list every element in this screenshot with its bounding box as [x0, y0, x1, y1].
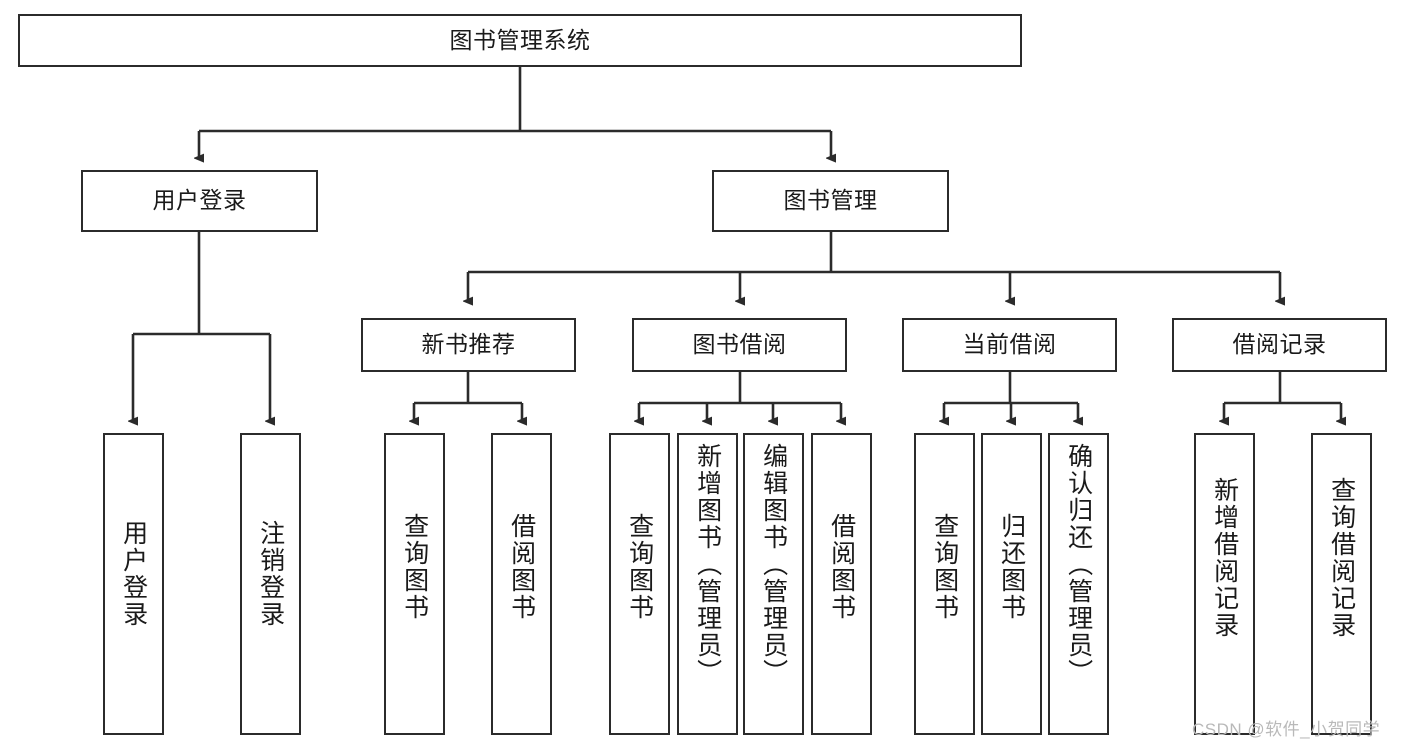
node-book-borrow[interactable]: 图书借阅	[632, 318, 847, 372]
csdn-watermark: CSDN @软件_小贺同学	[1192, 720, 1381, 739]
node-leaf-borrow-book-1[interactable]: 借阅图书	[491, 433, 552, 735]
node-current-borrow-label: 当前借阅	[962, 331, 1057, 358]
node-leaf-query-book-1-label: 查询图书	[400, 513, 429, 621]
node-leaf-edit-book[interactable]: 编辑图书（管理员）	[743, 433, 804, 735]
node-leaf-borrow-book-1-label: 借阅图书	[507, 513, 536, 621]
node-user-login-label: 用户登录	[152, 187, 247, 214]
node-root[interactable]: 图书管理系统	[18, 14, 1022, 67]
node-leaf-add-book[interactable]: 新增图书（管理员）	[677, 433, 738, 735]
node-leaf-query-book-2-label: 查询图书	[625, 513, 654, 621]
node-leaf-query-record-label: 查询借阅记录	[1327, 477, 1356, 639]
node-new-book-rec[interactable]: 新书推荐	[361, 318, 576, 372]
node-user-login[interactable]: 用户登录	[81, 170, 318, 232]
node-borrow-record[interactable]: 借阅记录	[1172, 318, 1387, 372]
node-leaf-user-login[interactable]: 用户登录	[103, 433, 164, 735]
node-leaf-return-book-label: 归还图书	[997, 513, 1026, 621]
node-root-label: 图书管理系统	[449, 26, 591, 53]
node-book-manage-label: 图书管理	[783, 187, 878, 214]
node-leaf-borrow-book-2-label: 借阅图书	[827, 513, 856, 621]
node-leaf-add-record[interactable]: 新增借阅记录	[1194, 433, 1255, 735]
node-leaf-confirm-return-label: 确认归还（管理员）	[1064, 443, 1093, 686]
node-leaf-query-book-3[interactable]: 查询图书	[914, 433, 975, 735]
node-leaf-confirm-return[interactable]: 确认归还（管理员）	[1048, 433, 1109, 735]
node-leaf-query-book-2[interactable]: 查询图书	[609, 433, 670, 735]
node-leaf-user-login-label: 用户登录	[119, 520, 148, 628]
node-leaf-query-book-1[interactable]: 查询图书	[384, 433, 445, 735]
node-book-borrow-label: 图书借阅	[692, 331, 787, 358]
node-new-book-rec-label: 新书推荐	[421, 331, 516, 358]
node-leaf-borrow-book-2[interactable]: 借阅图书	[811, 433, 872, 735]
node-leaf-user-logout-label: 注销登录	[256, 520, 285, 628]
node-leaf-query-book-3-label: 查询图书	[930, 513, 959, 621]
node-leaf-query-record[interactable]: 查询借阅记录	[1311, 433, 1372, 735]
node-leaf-add-record-label: 新增借阅记录	[1210, 477, 1239, 639]
node-leaf-edit-book-label: 编辑图书（管理员）	[759, 443, 788, 686]
node-current-borrow[interactable]: 当前借阅	[902, 318, 1117, 372]
node-borrow-record-label: 借阅记录	[1232, 331, 1327, 358]
node-leaf-user-logout[interactable]: 注销登录	[240, 433, 301, 735]
node-book-manage[interactable]: 图书管理	[712, 170, 949, 232]
node-leaf-return-book[interactable]: 归还图书	[981, 433, 1042, 735]
node-leaf-add-book-label: 新增图书（管理员）	[693, 443, 722, 686]
